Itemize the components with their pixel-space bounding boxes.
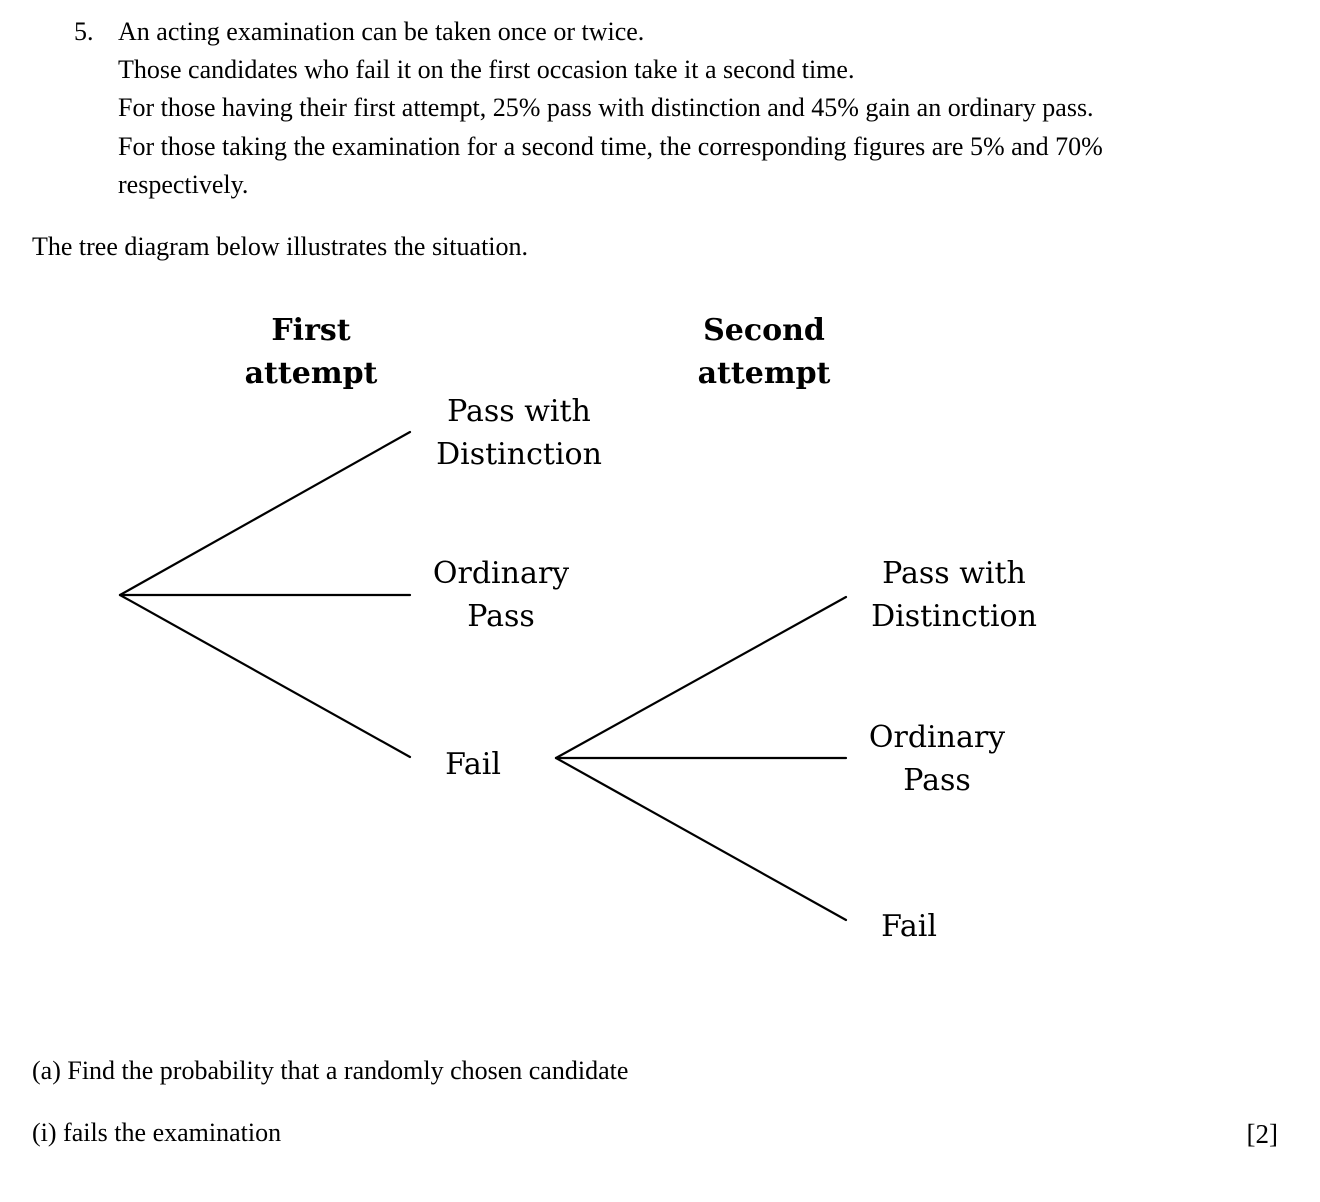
second-distinction-line-1: Pass with [882,556,1026,591]
heading-first-attempt: First attempt [245,309,378,395]
part-a-i: (i) fails the examination [32,1118,282,1147]
question-number: 5. [74,17,94,46]
heading-first-line-2: attempt [244,356,378,391]
first-distinction-line-2: Distinction [436,437,602,472]
branch-second-distinction [554,595,848,760]
question-line-5: respectively. [118,170,249,199]
first-ordinary-line-2: Pass [467,599,535,634]
heading-first-line-1: First [271,313,351,348]
question-line-4: For those taking the examination for a s… [118,132,1103,161]
part-a-i-marks: [2] [1246,1119,1278,1149]
diagram-intro: The tree diagram below illustrates the s… [32,232,529,261]
second-outcome-distinction: Pass with Distinction [871,552,1037,638]
first-outcome-distinction: Pass with Distinction [436,390,602,476]
first-distinction-line-1: Pass with [447,394,591,429]
second-ordinary-line-1: Ordinary [868,720,1006,755]
first-outcome-fail: Fail [445,747,501,782]
first-ordinary-line-1: Ordinary [432,556,570,591]
branch-first-distinction [118,430,412,597]
question-line-3: For those having their first attempt, 25… [118,93,1094,122]
heading-second-attempt: Second attempt [698,309,831,395]
question-line-2: Those candidates who fail it on the firs… [118,55,855,84]
branch-second-fail [554,756,848,922]
second-ordinary-line-2: Pass [903,763,971,798]
second-outcome-fail: Fail [881,909,937,944]
question-line-1: An acting examination can be taken once … [118,17,645,46]
second-outcome-ordinary: Ordinary Pass [869,716,1005,802]
branch-first-fail [118,593,412,759]
first-outcome-ordinary: Ordinary Pass [433,552,569,638]
part-a: (a) Find the probability that a randomly… [32,1056,629,1085]
heading-second-line-1: Second [703,313,825,348]
heading-second-line-2: attempt [697,356,831,391]
second-distinction-line-2: Distinction [871,599,1037,634]
